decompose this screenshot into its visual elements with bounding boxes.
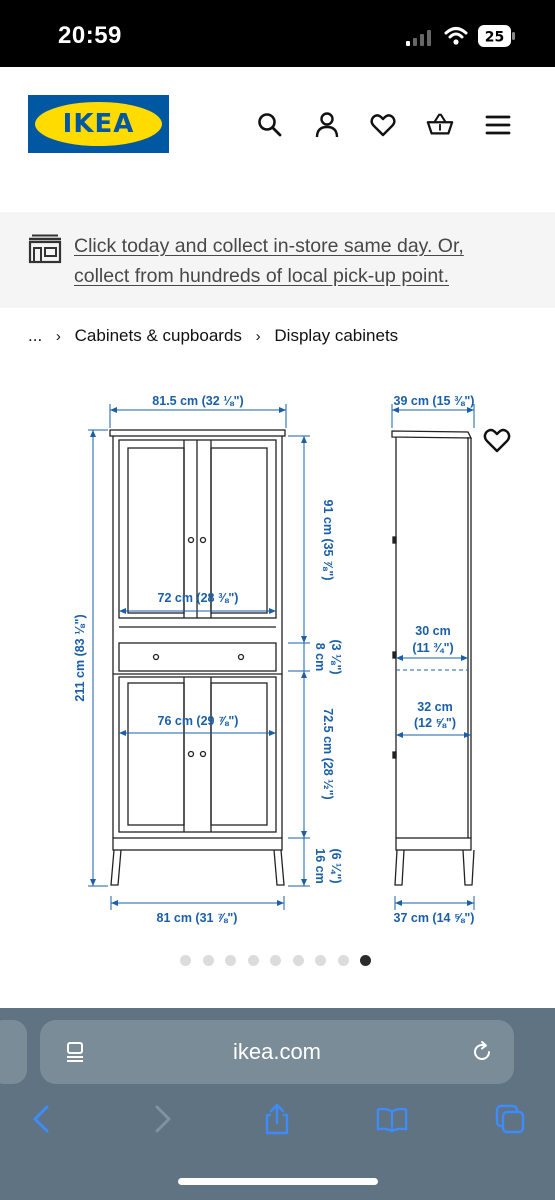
- dimension-arrows: [90, 407, 474, 906]
- lower-depth-in-label: (12 ⅝"): [414, 716, 456, 730]
- add-to-favourites-icon[interactable]: [482, 426, 512, 454]
- breadcrumb-item-display-cabinets[interactable]: Display cabinets: [274, 326, 399, 345]
- lower-depth-cm-label: 32 cm: [417, 700, 452, 714]
- site-header: IKEA: [0, 67, 555, 212]
- carousel-dot[interactable]: [225, 955, 236, 966]
- drawer-height-in-label: (3 ⅛"): [329, 639, 343, 674]
- inner-width-lower-label: 76 cm (29 ⅞"): [158, 714, 239, 728]
- front-bottom-width-label: 81 cm (31 ⅞"): [157, 911, 238, 925]
- front-cabinet: [109, 429, 286, 886]
- carousel-dot[interactable]: [247, 955, 259, 966]
- leg-height-cm-label: 16 cm: [313, 848, 327, 883]
- front-top-width-label: 81.5 cm (32 ⅛"): [152, 394, 243, 408]
- share-icon[interactable]: [261, 1102, 293, 1136]
- breadcrumb-ellipsis[interactable]: ...: [28, 326, 43, 345]
- side-bottom-depth-label: 37 cm (14 ⅝"): [394, 911, 475, 925]
- back-icon[interactable]: [26, 1102, 58, 1136]
- carousel-dot[interactable]: [270, 955, 281, 966]
- home-indicator: [178, 1178, 378, 1185]
- lower-height-label: 72.5 cm (28 ½"): [321, 708, 335, 799]
- total-height-label: 211 cm (83 ⅛"): [73, 614, 87, 701]
- url-text[interactable]: ikea.com: [232, 1039, 322, 1064]
- tabs-icon[interactable]: [494, 1102, 526, 1136]
- breadcrumb-separator: ›: [55, 328, 61, 345]
- breadcrumb-separator: ›: [255, 328, 261, 345]
- menu-icon[interactable]: [484, 111, 512, 139]
- carousel-dot[interactable]: [315, 955, 326, 966]
- status-time: 20:59: [58, 22, 122, 49]
- reader-icon[interactable]: [64, 1040, 88, 1064]
- carousel-dot[interactable]: [180, 955, 191, 966]
- dimension-drawing: 81.5 cm (32 ⅛") 211 cm (83 ⅛") 91 cm (35…: [73, 394, 475, 925]
- wifi-icon: [444, 27, 468, 45]
- search-icon[interactable]: [256, 111, 284, 139]
- forward-icon[interactable]: [146, 1102, 178, 1136]
- shelf-depth-cm-label: 30 cm: [415, 624, 450, 638]
- previous-tab-peek[interactable]: [0, 1020, 27, 1084]
- banner-link[interactable]: Click today and collect in-store same da…: [74, 235, 464, 287]
- upper-height-label: 91 cm (35 ⅞"): [321, 500, 335, 581]
- side-top-depth-label: 39 cm (15 ⅜"): [394, 394, 475, 408]
- store-icon: [28, 234, 62, 264]
- reload-icon[interactable]: [470, 1040, 494, 1064]
- drawer-height-cm-label: 8 cm: [313, 643, 327, 672]
- carousel-dot[interactable]: [360, 955, 371, 966]
- ikea-logo[interactable]: IKEA: [28, 95, 169, 153]
- side-cabinet: [391, 430, 475, 886]
- shelf-depth-in-label: (11 ¾"): [412, 641, 453, 655]
- browser-toolbar: ikea.com: [0, 1008, 555, 1200]
- logo-text: IKEA: [62, 109, 135, 139]
- address-bar[interactable]: ikea.com: [40, 1020, 514, 1084]
- click-collect-banner[interactable]: Click today and collect in-store same da…: [0, 212, 555, 308]
- user-icon[interactable]: [313, 111, 341, 139]
- carousel-dot[interactable]: [337, 955, 349, 966]
- dimension-lines: [88, 404, 475, 910]
- heart-icon[interactable]: [369, 111, 397, 139]
- basket-icon[interactable]: [426, 111, 454, 139]
- breadcrumb-item-cabinets[interactable]: Cabinets & cupboards: [74, 326, 242, 345]
- dimension-labels: 81.5 cm (32 ⅛") 211 cm (83 ⅛") 91 cm (35…: [73, 394, 474, 925]
- carousel-indicator[interactable]: [180, 955, 371, 967]
- breadcrumb: ... › Cabinets & cupboards › Display cab…: [28, 326, 407, 346]
- status-bar: 20:59 25: [0, 0, 555, 67]
- inner-width-upper-label: 72 cm (28 ⅜"): [158, 591, 239, 605]
- carousel-dot[interactable]: [202, 955, 214, 966]
- bookmarks-icon[interactable]: [376, 1102, 408, 1136]
- carousel-dot[interactable]: [292, 955, 304, 966]
- battery-icon: 25: [478, 25, 515, 47]
- battery-level: 25: [485, 30, 504, 46]
- leg-height-in-label: (6 ¼"): [329, 848, 343, 883]
- signal-icon: [406, 30, 431, 46]
